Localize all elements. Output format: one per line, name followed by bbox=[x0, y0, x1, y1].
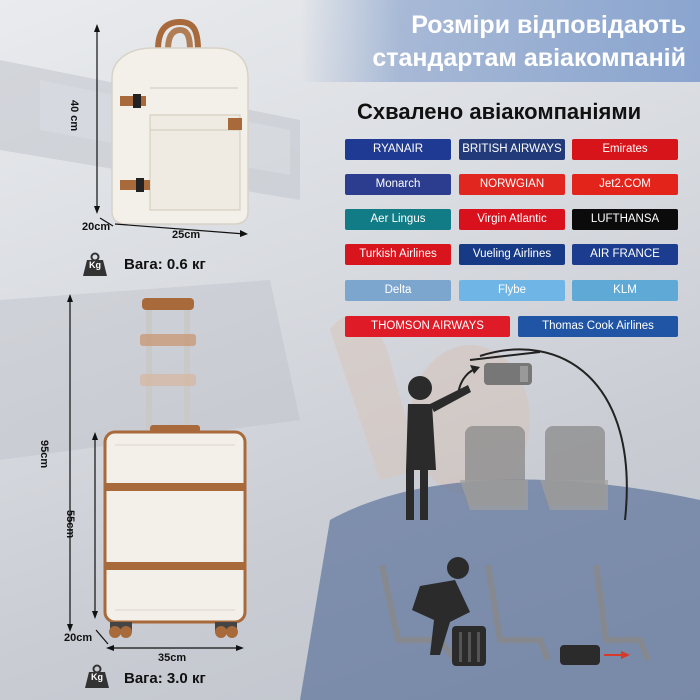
airline-badge: Vueling Airlines bbox=[459, 244, 565, 265]
header-line-1: Розміри відповідають bbox=[411, 11, 686, 39]
airline-badge: Aer Lingus bbox=[345, 209, 451, 230]
airline-badge: Emirates bbox=[572, 139, 678, 160]
header-line-2: стандартам авіакомпаній bbox=[372, 44, 686, 72]
suitcase-depth-label: 20cm bbox=[64, 632, 93, 644]
airline-badge: Monarch bbox=[345, 174, 451, 195]
airline-badge: Turkish Airlines bbox=[345, 244, 451, 265]
airline-badge: AIR FRANCE bbox=[572, 244, 678, 265]
airline-badge: Jet2.COM bbox=[572, 174, 678, 195]
airline-badge: THOMSON AIRWAYS bbox=[345, 316, 510, 337]
airline-badge: Virgin Atlantic bbox=[459, 209, 565, 230]
airline-badge: LUFTHANSA bbox=[572, 209, 678, 230]
airline-badge: Delta bbox=[345, 280, 451, 301]
airline-badge: KLM bbox=[572, 280, 678, 301]
backpack-depth-label: 20cm bbox=[82, 221, 111, 233]
weight-icon: Kg bbox=[82, 252, 108, 276]
header-banner bbox=[300, 0, 700, 82]
airline-badge: RYANAIR bbox=[345, 139, 451, 160]
airline-badge: Flybe bbox=[459, 280, 565, 301]
suitcase-width-label: 35cm bbox=[158, 652, 187, 664]
kg-badge: Kg bbox=[91, 672, 103, 682]
airline-badge: Thomas Cook Airlines bbox=[518, 316, 678, 337]
backpack-weight: Вага: 0.6 кг bbox=[124, 256, 206, 273]
weight-icon: Kg bbox=[84, 664, 110, 688]
airline-badge: NORWGIAN bbox=[459, 174, 565, 195]
kg-badge: Kg bbox=[89, 260, 101, 270]
backpack-width-label: 25cm bbox=[172, 229, 201, 241]
airline-badge: BRITISH AIRWAYS bbox=[459, 139, 565, 160]
approved-airlines-title: Схвалено авіакомпаніями bbox=[357, 99, 642, 124]
suitcase-weight: Вага: 3.0 кг bbox=[124, 670, 206, 687]
